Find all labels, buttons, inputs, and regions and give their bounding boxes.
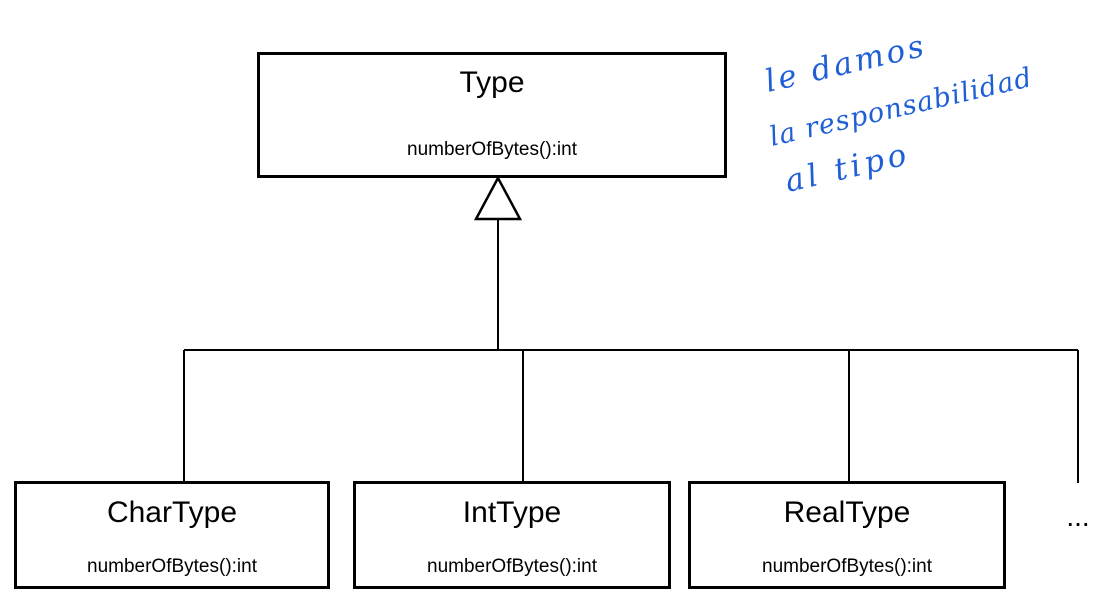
class-method: numberOfBytes():int	[762, 556, 932, 577]
more-subclasses-indicator: ...	[1066, 501, 1090, 532]
class-method: numberOfBytes():int	[427, 556, 597, 577]
class-name: Type	[459, 66, 525, 99]
class-box-chartype: CharType numberOfBytes():int	[14, 481, 330, 589]
class-box-realtype: RealType numberOfBytes():int	[688, 481, 1006, 589]
class-box-inttype: IntType numberOfBytes():int	[353, 481, 671, 589]
handwriting-ink: le damos la responsabilidad al tipo	[762, 28, 1036, 200]
class-name: IntType	[462, 496, 562, 529]
class-method: numberOfBytes():int	[87, 556, 257, 577]
class-box-type: Type numberOfBytes():int	[257, 52, 727, 178]
annotation-line: le damos	[762, 28, 930, 100]
class-name: CharType	[106, 496, 238, 529]
class-method: numberOfBytes():int	[407, 139, 577, 160]
class-name: RealType	[783, 496, 911, 529]
